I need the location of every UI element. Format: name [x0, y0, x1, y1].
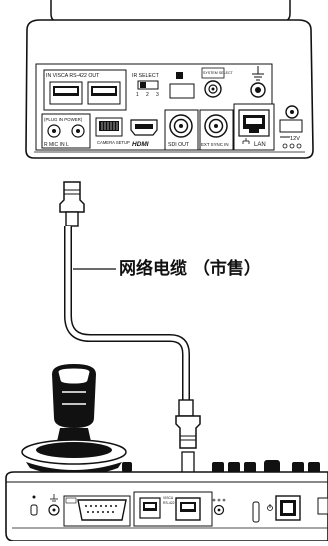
power-icon — [267, 504, 273, 511]
cable-connector-top — [59, 181, 85, 213]
status-indicator — [176, 72, 183, 79]
lan-label: LAN — [254, 142, 266, 148]
network-icon — [242, 138, 250, 144]
ext-sync-in-label: EXT SYNC IN — [201, 142, 229, 147]
visca-label: IN VISCA RS-422 OUT — [46, 73, 100, 79]
sdi-out-label: SDI OUT — [168, 142, 190, 148]
dsub-connector — [77, 499, 127, 521]
polarity-icon — [282, 143, 302, 149]
cable-hook — [252, 501, 260, 523]
ground-icon — [252, 66, 264, 81]
plug-in-power-label: (PLUG IN POWER) — [44, 117, 83, 122]
hdmi-label: HDMI — [132, 141, 149, 148]
right-port — [317, 497, 328, 515]
cable-callout-label: 网络电缆 （市售） — [119, 259, 261, 279]
control-knobs — [122, 460, 320, 474]
ir-pos-1: 1 — [136, 92, 139, 98]
dc-in-label: 12V — [290, 136, 300, 142]
camera-setup-label: CAMERA SETUP — [97, 140, 130, 145]
cable-connector-bottom — [175, 415, 201, 449]
system-select-label: SYSTEM SELECT — [203, 71, 234, 75]
network-cable — [59, 181, 201, 449]
camera-neck — [50, 0, 291, 23]
joystick — [21, 364, 127, 476]
port-label-visca: VISCA — [163, 496, 174, 500]
port-label-rs422: RS-422 — [163, 501, 175, 505]
power-led — [32, 495, 36, 499]
cable-clamp — [279, 119, 303, 133]
ground-icon-controller — [50, 494, 58, 502]
dc-in-controller — [212, 498, 226, 516]
left-switch — [30, 504, 38, 516]
ir-pos-2: 2 — [146, 92, 149, 98]
camera-unit: IN VISCA RS-422 OUT IR SELECT 1 2 3 SYST… — [25, 0, 314, 159]
remote-controller: VISCA RS-422 — [5, 364, 328, 542]
ir-pos-3: 3 — [156, 92, 159, 98]
blank-panel — [169, 83, 195, 99]
mic-in-label: R MIC IN L — [44, 142, 69, 148]
system-select-box — [201, 67, 225, 79]
ir-select-switch — [137, 80, 159, 90]
ir-select-label: IR SELECT — [132, 73, 160, 79]
